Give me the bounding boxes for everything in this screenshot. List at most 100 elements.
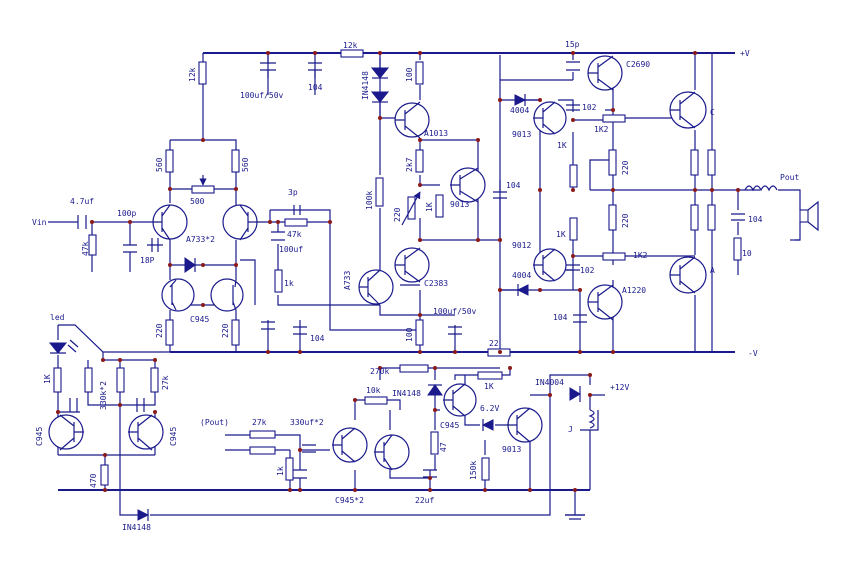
label-r-220-low: 220 bbox=[621, 213, 630, 228]
resistor-330k-a bbox=[84, 367, 93, 393]
resistor-270k bbox=[399, 364, 429, 373]
wire bbox=[529, 374, 590, 490]
label-zener-6v2: 6.2V bbox=[480, 404, 499, 413]
resistor-1k-dc bbox=[285, 457, 294, 481]
capacitor-18p bbox=[151, 238, 159, 252]
transistor-a733-left bbox=[152, 204, 188, 241]
resistor-220-a bbox=[165, 319, 174, 346]
wire bbox=[169, 304, 220, 352]
resistor-12k-left bbox=[198, 61, 207, 85]
resistor-150k bbox=[481, 457, 490, 481]
wire bbox=[573, 117, 695, 257]
wire bbox=[225, 434, 301, 451]
speaker-icon bbox=[799, 200, 819, 232]
diode-in4148-top-b bbox=[370, 91, 390, 103]
label-r-1k-delay: 1K bbox=[484, 382, 494, 391]
label-q-c945-prot-r: C945 bbox=[169, 427, 178, 446]
label-r-47-delay: 47 bbox=[439, 442, 448, 452]
capacitor-102-top bbox=[566, 104, 580, 111]
label-r-27k-prot: 27k bbox=[161, 375, 170, 390]
label-r-2k7: 2k7 bbox=[405, 157, 414, 172]
resistor-470 bbox=[100, 464, 109, 486]
diode-in4148-bot bbox=[137, 509, 150, 521]
transistor-c945-prot-r bbox=[128, 414, 164, 451]
label-q-c945-left: C945 bbox=[190, 315, 209, 324]
label-r-1k-mid-top: 1K bbox=[557, 141, 567, 150]
diode-bias bbox=[184, 257, 196, 273]
label-r-12k-left: 12k bbox=[188, 67, 197, 82]
wire bbox=[267, 320, 301, 352]
label-r-100-top: 100 bbox=[405, 67, 414, 82]
resistor-1k-mid-bot bbox=[569, 217, 578, 241]
label-q-c2383: C2383 bbox=[424, 279, 448, 288]
capacitor-100uf-50v-top bbox=[260, 53, 276, 78]
label-r-470: 470 bbox=[89, 473, 98, 488]
capacitor-104-top bbox=[308, 62, 322, 78]
resistor-emitter-4 bbox=[707, 204, 716, 231]
junction-dots bbox=[56, 51, 740, 492]
resistor-1k-fb bbox=[274, 269, 283, 293]
resistor-12k-top bbox=[340, 49, 364, 58]
label-q-9013-vbe: 9013 bbox=[450, 200, 469, 209]
resistor-1k-led bbox=[53, 367, 62, 393]
label-c-100uf-fb: 100uf bbox=[279, 245, 303, 254]
label-d-4004-bot: 4004 bbox=[512, 271, 531, 280]
transistor-c945-dc-a bbox=[332, 427, 368, 463]
label-r-150k: 150k bbox=[469, 461, 478, 480]
label-r-1k-vbe: 1K bbox=[425, 202, 434, 212]
diode-4004-bot bbox=[516, 284, 529, 296]
transistor-a1220 bbox=[587, 284, 623, 321]
transistor-c945-a bbox=[161, 278, 195, 312]
resistor-100-bot bbox=[415, 319, 424, 346]
label-r-560-right: 560 bbox=[241, 157, 250, 172]
resistor-47-delay bbox=[430, 431, 439, 455]
capacitor-100uf-50v-bot bbox=[448, 326, 462, 335]
resistor-10k bbox=[364, 396, 388, 405]
label-r-220-up: 220 bbox=[621, 160, 630, 175]
transistor-c945-prot-l bbox=[48, 414, 84, 451]
label-c-100uf-50v-top: 100uf/50v bbox=[240, 91, 284, 100]
capacitor-104-mid bbox=[493, 180, 507, 240]
resistor-220-b bbox=[231, 319, 240, 346]
transistor-9013-relay bbox=[507, 407, 543, 443]
label-c-104-bot: 104 bbox=[553, 313, 568, 322]
relay-coil bbox=[588, 409, 595, 429]
zener-6v2 bbox=[481, 419, 494, 431]
label-c-104-low: 104 bbox=[310, 334, 325, 343]
wire bbox=[565, 490, 585, 516]
ground-symbol bbox=[565, 514, 585, 520]
label-r-27k-dc: 27k bbox=[252, 418, 267, 427]
capacitor-104-low-b bbox=[293, 326, 307, 335]
label-q-9013-relay: 9013 bbox=[502, 445, 521, 454]
label-r-22: 22 bbox=[489, 339, 499, 348]
label-d-4004-top: 4004 bbox=[510, 106, 529, 115]
label-pout: Pout bbox=[780, 173, 799, 182]
label-r-1k-dc: 1k bbox=[276, 466, 285, 476]
label-r-500: 500 bbox=[190, 197, 205, 206]
label-r-47k-in: 47k bbox=[81, 241, 90, 256]
label-c-104-out: 104 bbox=[748, 215, 763, 224]
label-q-out-c: C bbox=[710, 108, 715, 117]
label-q-a1013: A1013 bbox=[424, 129, 448, 138]
label-r-270k: 270k bbox=[370, 367, 389, 376]
capacitor-100uf-fb bbox=[271, 231, 285, 241]
capacitor-330uf-b bbox=[293, 469, 307, 479]
transistor-9013-top bbox=[533, 101, 567, 135]
label-r-100k: 100k bbox=[365, 191, 374, 210]
label-r-10k: 10k bbox=[366, 386, 381, 395]
label-q-a733-2: A733*2 bbox=[186, 235, 215, 244]
transistor-a1013 bbox=[394, 101, 430, 139]
resistor-emitter-3 bbox=[690, 204, 699, 231]
capacitor-330k-a bbox=[69, 398, 78, 412]
resistor-1k-vbe bbox=[435, 194, 444, 218]
label-d-in4004: IN4004 bbox=[535, 378, 564, 387]
capacitor-3p bbox=[293, 205, 301, 215]
label-r-220-a: 220 bbox=[155, 323, 164, 338]
transistor-out-c bbox=[669, 91, 707, 129]
resistor-27k-prot bbox=[150, 367, 159, 393]
label-d-in4148-bot: IN4148 bbox=[122, 523, 151, 532]
resistor-emitter-1 bbox=[690, 149, 699, 176]
diode-in4004 bbox=[569, 386, 581, 402]
label-d-in4148-mid: IN4148 bbox=[392, 389, 421, 398]
wire bbox=[240, 259, 256, 305]
